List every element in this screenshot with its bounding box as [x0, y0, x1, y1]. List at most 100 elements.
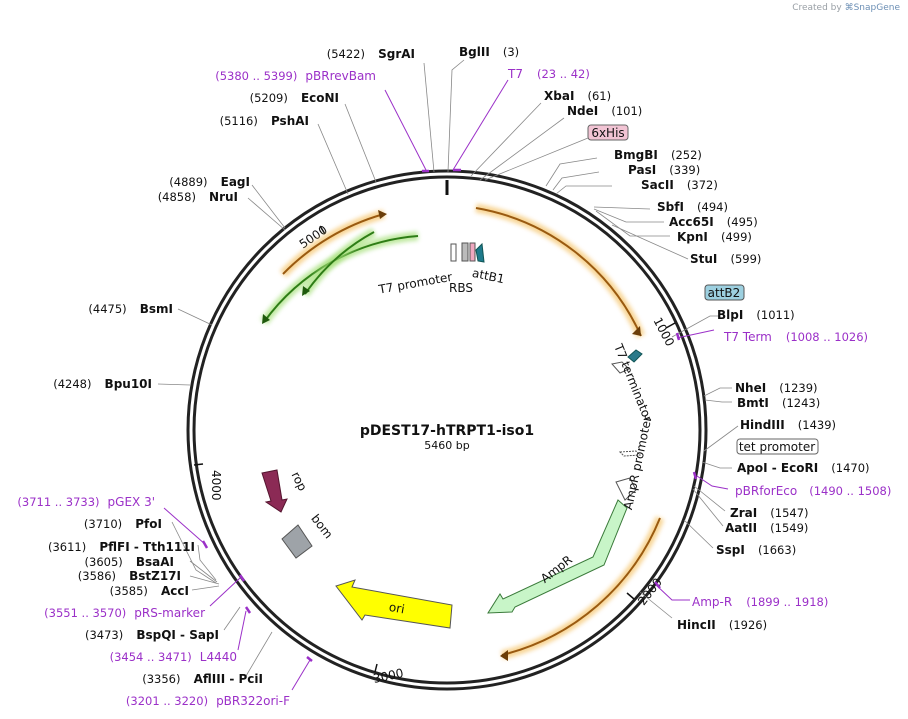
svg-text:pBRforEco(1490 .. 1508): pBRforEco (1490 .. 1508) [735, 484, 891, 498]
orf-arc-amp-glow [500, 516, 665, 660]
feature-label-bom: bom [308, 512, 335, 542]
primer-labels: T7(23 .. 42) (5380 .. 5399)pBRrevBam T7 … [17, 67, 891, 708]
site-name: SspI [716, 543, 745, 557]
rbs-box [461, 242, 469, 262]
svg-text:(3473) BspQI - SapI: (3473) BspQI - SapI [85, 624, 219, 643]
orf-arc-amp [501, 517, 661, 656]
feature-label-t7-promoter: T7 promoter [377, 270, 454, 297]
svg-text:(5116) PshAI: (5116) PshAI [220, 110, 309, 129]
small-features-top [450, 242, 643, 501]
primer-range: (5380 .. 5399) [215, 69, 297, 83]
orf-arc-left [282, 213, 385, 275]
site-name: BsmI [140, 302, 173, 316]
site-pos-bglii: (3) [503, 45, 519, 59]
box-label-attb2: attB2 [708, 286, 741, 300]
snapgene-credit: Created by ⌘SnapGene [792, 3, 900, 13]
ampr-promoter-arrow [615, 477, 637, 501]
site-pos: (4248) [53, 377, 91, 391]
feature-label-ori: ori [388, 600, 406, 616]
site-leader-lines [157, 59, 739, 677]
primer-range: (3711 .. 3733) [17, 495, 99, 509]
primer-marks [201, 168, 698, 662]
site-pos: (61) [588, 89, 612, 103]
site-labels-right: XbaI (61) NdeI (101) BmgBI (252) PasI (3… [459, 45, 870, 632]
site-name: SbfI [657, 200, 684, 214]
site-pos: (495) [727, 215, 758, 229]
site-pos: (3611) [48, 540, 86, 554]
svg-text:ApoI - EcoRI (1470): ApoI - EcoRI (1470) [737, 457, 870, 476]
site-name: AatII [725, 521, 757, 535]
site-name: Bpu10I [105, 377, 152, 391]
site-pos: (1663) [758, 543, 796, 557]
site-name: BsaAI [136, 555, 174, 569]
primer-name: pBRforEco [735, 484, 797, 498]
site-name: PflFI - Tth111I [99, 540, 195, 554]
tick-3000 [374, 663, 378, 673]
site-pos: (3473) [85, 628, 123, 642]
site-name: AccI [161, 584, 189, 598]
credit-prefix: Created by [792, 3, 842, 13]
svg-text:(3454 .. 3471)L4440: (3454 .. 3471)L4440 [110, 650, 237, 664]
attb1-box [475, 242, 485, 263]
site-name: AflIII - PciI [194, 672, 263, 686]
tick-5000 [319, 225, 326, 235]
site-name: NheI [735, 381, 766, 395]
t7-terminator-arrow [611, 361, 630, 374]
svg-text:(3585) AccI: (3585) AccI [110, 580, 189, 599]
svg-text:BmtI (1243): BmtI (1243) [737, 392, 820, 411]
plasmid-name: pDEST17-hTRPT1-iso1 [360, 423, 534, 439]
feature-label-ampr-promoter: AmpR promoter [621, 415, 655, 511]
orf-arc-green2 [304, 231, 375, 295]
site-pos: (4889) [169, 175, 207, 189]
site-pos: (5116) [220, 114, 258, 128]
t7-promoter-arrow [450, 243, 457, 262]
tick-label-1000: 1000 [650, 315, 677, 349]
primer-name: pBR322ori-F [216, 694, 290, 708]
svg-text:SspI (1663): SspI (1663) [716, 539, 796, 558]
primer-name: pGEX 3' [108, 495, 155, 509]
svg-text:(3710) PfoI: (3710) PfoI [84, 513, 162, 532]
primer-range: (3201 .. 3220) [126, 694, 208, 708]
svg-text:StuI (599): StuI (599) [690, 248, 761, 267]
site-name: HincII [677, 618, 716, 632]
primer-range: (3551 .. 3570) [44, 606, 126, 620]
site-pos: (1926) [729, 618, 767, 632]
orf-arrowheads [262, 210, 641, 661]
box-label-tet-promoter: tet promoter [739, 440, 815, 454]
site-name: EagI [221, 175, 250, 189]
site-pos: (1243) [782, 396, 820, 410]
svg-text:SbfI (494): SbfI (494) [657, 196, 728, 215]
primer-range: (1899 .. 1918) [746, 595, 828, 609]
plasmid-length: 5460 bp [424, 439, 469, 452]
box-attb2 [704, 284, 745, 301]
svg-text:(4858) NruI: (4858) NruI [158, 186, 238, 205]
site-name: BstZ17I [129, 569, 181, 583]
site-name: PfoI [135, 517, 162, 531]
tick-4000 [193, 463, 204, 466]
backbone-outer-ring [186, 169, 708, 691]
site-pos: (1239) [779, 381, 817, 395]
site-pos: (4858) [158, 190, 196, 204]
svg-text:(3611) PflFI - Tth111I: (3611) PflFI - Tth111I [48, 536, 195, 555]
feature-label-rbs: RBS [449, 281, 473, 295]
primer-name: T7 Term [723, 330, 772, 344]
svg-text:(4889) EagI: (4889) EagI [169, 171, 250, 190]
svg-text:BmgBI (252): BmgBI (252) [614, 144, 702, 163]
site-name-bglii: BglII [459, 45, 490, 59]
svg-text:NheI (1239): NheI (1239) [735, 377, 818, 396]
site-pos: (3585) [110, 584, 148, 598]
svg-text:(3586) BstZ17I: (3586) BstZ17I [78, 565, 181, 584]
ori-feature [335, 579, 453, 629]
orf-arc-top [475, 207, 642, 337]
svg-text:(3711 .. 3733)pGEX 3': (3711 .. 3733) pGEX 3' [17, 495, 155, 509]
scale-ticks [193, 225, 676, 673]
tick-label-3000: 3000 [372, 666, 405, 686]
primer-range: (1490 .. 1508) [809, 484, 891, 498]
svg-text:(4475) BsmI: (4475) BsmI [88, 298, 173, 317]
bom-feature [281, 524, 313, 559]
site-pos: (5209) [250, 91, 288, 105]
credit-brand: SnapGene [853, 3, 900, 13]
site-pos: (5422) [327, 47, 365, 61]
arrowhead-green1 [262, 314, 270, 324]
site-labels-left: (5422) SgrAI (5209) EcoNI (5116) PshAI (… [48, 47, 415, 686]
